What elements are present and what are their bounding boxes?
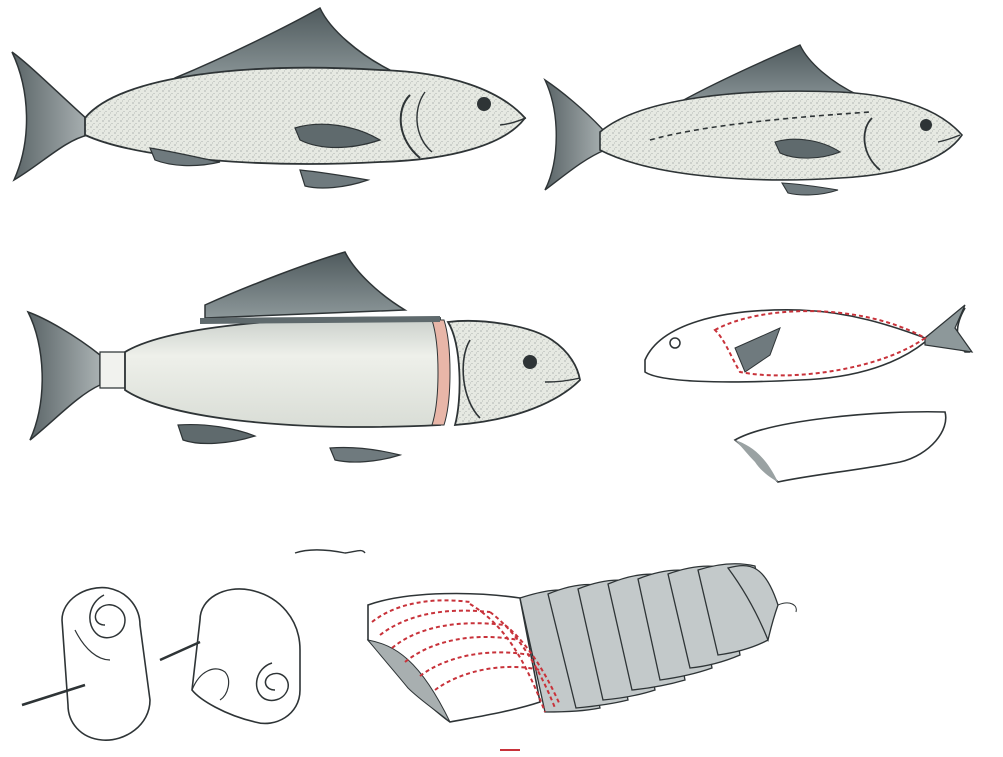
roll-skewer-icon xyxy=(22,550,365,740)
partial-curl xyxy=(295,550,365,553)
fish-dashed-cut-icon xyxy=(545,45,962,195)
skewer-2 xyxy=(160,642,200,660)
tail-stub xyxy=(100,352,125,388)
sliced-fillet-icon xyxy=(368,564,796,722)
tail-fin xyxy=(12,52,88,180)
outline-tail xyxy=(925,305,972,352)
roll-2-body xyxy=(192,589,300,724)
pelvic-fin xyxy=(782,183,838,195)
rolled-fillets-panel xyxy=(22,550,365,740)
eye xyxy=(477,97,491,111)
pelvic-fin xyxy=(300,170,368,188)
pelvic-fin xyxy=(178,425,255,444)
fish-outline-fillet-icon xyxy=(645,305,972,482)
fish-icon xyxy=(12,8,526,188)
fillet-slices xyxy=(520,564,778,712)
tail-fin xyxy=(545,80,605,190)
fillet-tail-tip xyxy=(778,603,796,612)
eye xyxy=(920,119,932,131)
tail-fin xyxy=(28,312,100,440)
whole-fish-panel xyxy=(12,8,526,188)
fish-skin-removed-icon xyxy=(28,252,580,462)
fish-body xyxy=(600,91,962,180)
skinned-body xyxy=(125,317,440,426)
fish-cut-line-panel xyxy=(545,45,962,195)
head xyxy=(448,321,580,425)
fish-outline-fillet-panel xyxy=(645,305,972,482)
sliced-fillet-panel xyxy=(368,564,796,722)
anal-fin xyxy=(330,447,400,462)
fish-skinned-panel xyxy=(28,252,580,462)
eye xyxy=(523,355,537,369)
outline-fish xyxy=(645,308,970,382)
roll-1-body xyxy=(62,588,150,741)
dorsal-fin xyxy=(205,252,405,318)
